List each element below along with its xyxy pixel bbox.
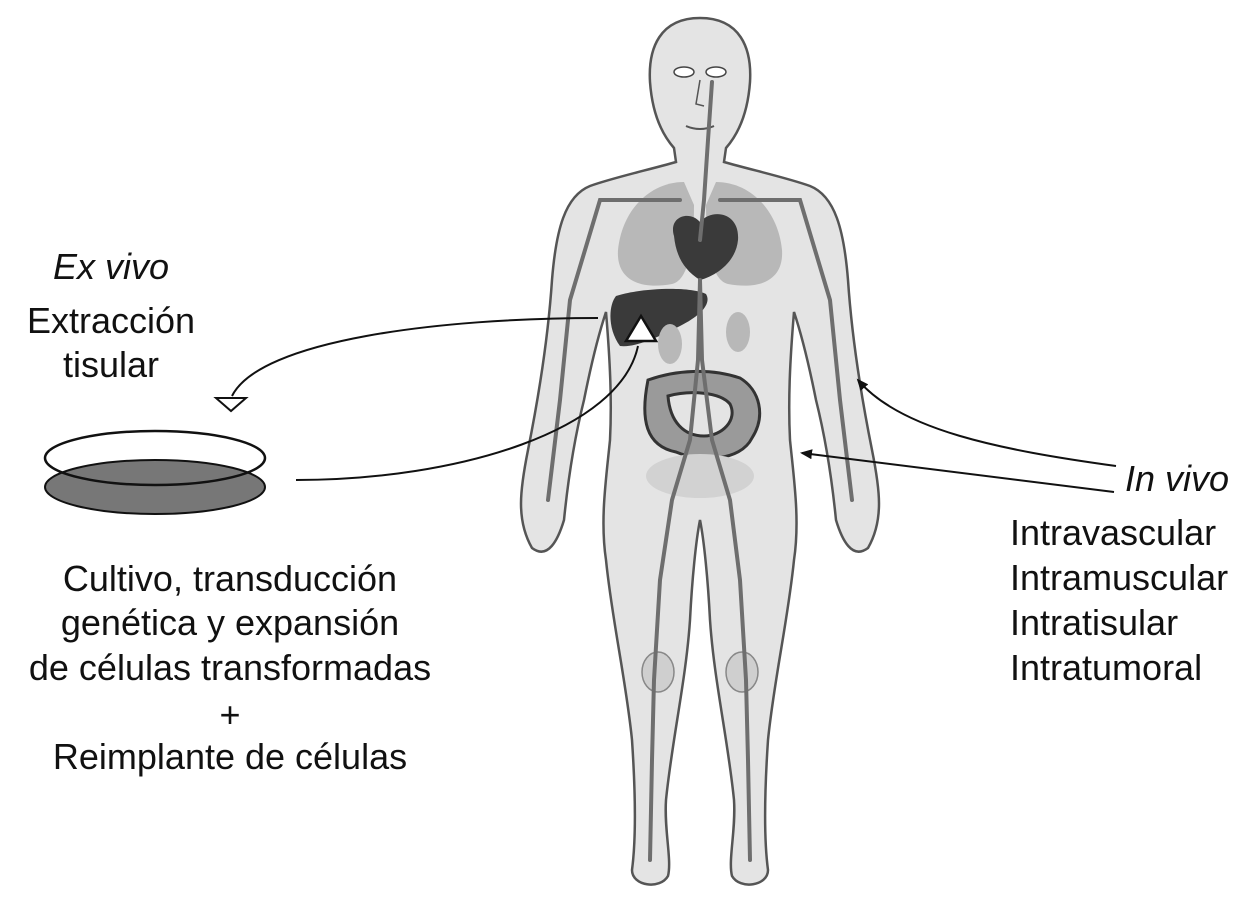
in-vivo-heading: In vivo [1124, 458, 1230, 499]
left-knee [641, 651, 675, 693]
petri-dish-lid [43, 429, 267, 487]
left-eye [673, 66, 695, 78]
petri-dish-bottom [44, 459, 266, 515]
intramuscular-arrow [856, 378, 1117, 467]
right-kidney [726, 312, 750, 352]
route-intratumoral: Intratumoral [1010, 647, 1203, 688]
intravascular-arrow [800, 449, 1115, 493]
procedure-line-3: de células transformadas [28, 647, 432, 688]
extraction-arrow [231, 317, 599, 397]
reimplant-arrow [295, 345, 639, 481]
right-eye [705, 66, 727, 78]
right-knee [725, 651, 759, 693]
extraction-label-line1: Extracción [26, 300, 196, 341]
human-body-figure [519, 16, 881, 886]
extraction-arrowhead [213, 397, 249, 413]
route-intramuscular: Intramuscular [1010, 557, 1229, 598]
pelvis [646, 454, 754, 498]
extraction-label-line2: tisular [62, 344, 160, 385]
procedure-line-1: Cultivo, transducción [62, 558, 398, 599]
heart [672, 214, 739, 280]
plus-sign: + [219, 694, 241, 735]
blood-vessels [546, 80, 854, 862]
intestines [643, 370, 762, 460]
reimplant-arrowhead [623, 313, 659, 343]
procedure-line-2: genética y expansión [60, 602, 400, 643]
route-intratisular: Intratisular [1010, 602, 1179, 643]
route-intravascular: Intravascular [1010, 512, 1217, 553]
nose [695, 79, 705, 107]
left-kidney [658, 324, 682, 364]
reimplant-label: Reimplante de células [52, 736, 408, 777]
mouth [685, 125, 715, 130]
left-lung [617, 182, 694, 286]
petri-dish [43, 429, 267, 515]
ex-vivo-heading: Ex vivo [52, 246, 170, 287]
